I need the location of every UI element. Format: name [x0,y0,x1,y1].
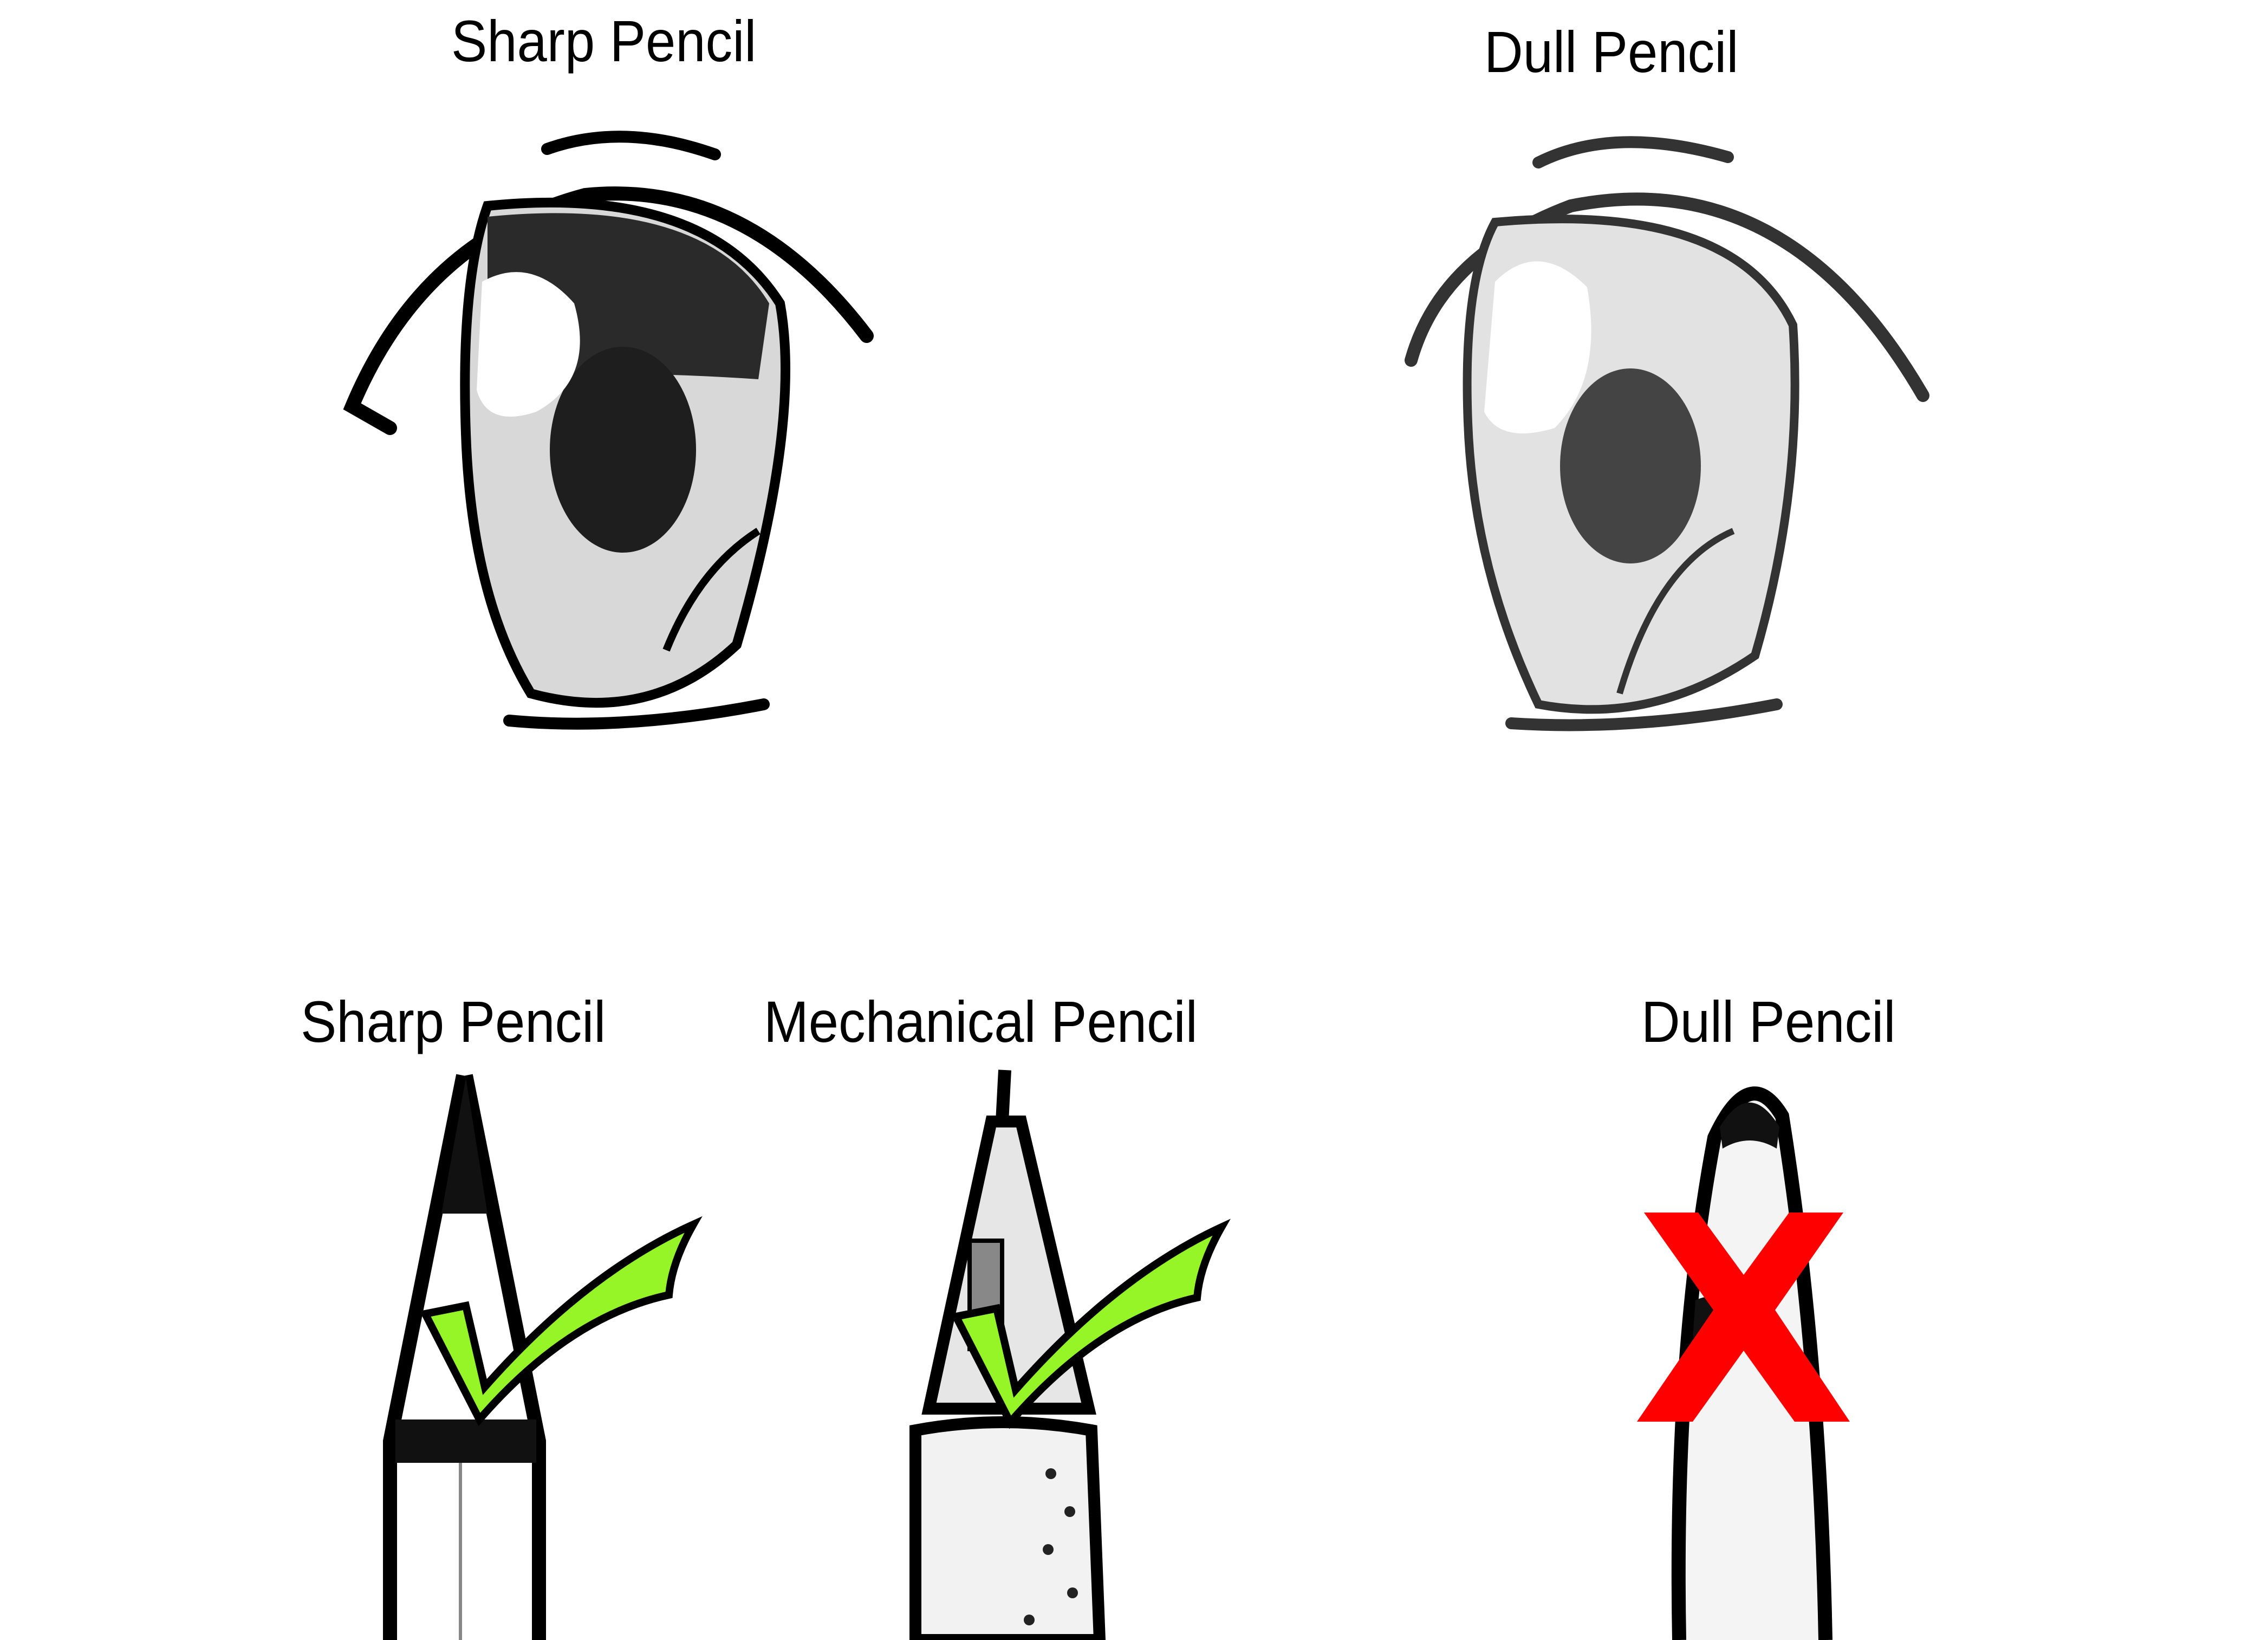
top-label-dull-pencil: Dull Pencil [1484,19,1739,85]
bottom-label-dull-pencil: Dull Pencil [1641,989,1896,1054]
sharp-pencil-drawing [383,1074,546,1640]
top-label-sharp-pencil: Sharp Pencil [451,8,757,74]
dull-pencil-eye-drawing [1405,136,1929,731]
bottom-label-mechanical-pencil: Mechanical Pencil [764,989,1198,1054]
check-mark-icon-sharp [419,1216,703,1427]
cross-mark-icon-dull [1637,1213,1850,1422]
check-mark-icon-mechanical [950,1218,1231,1429]
sharp-pencil-eye-drawing [343,131,874,730]
bottom-label-sharp-pencil: Sharp Pencil [301,989,606,1054]
